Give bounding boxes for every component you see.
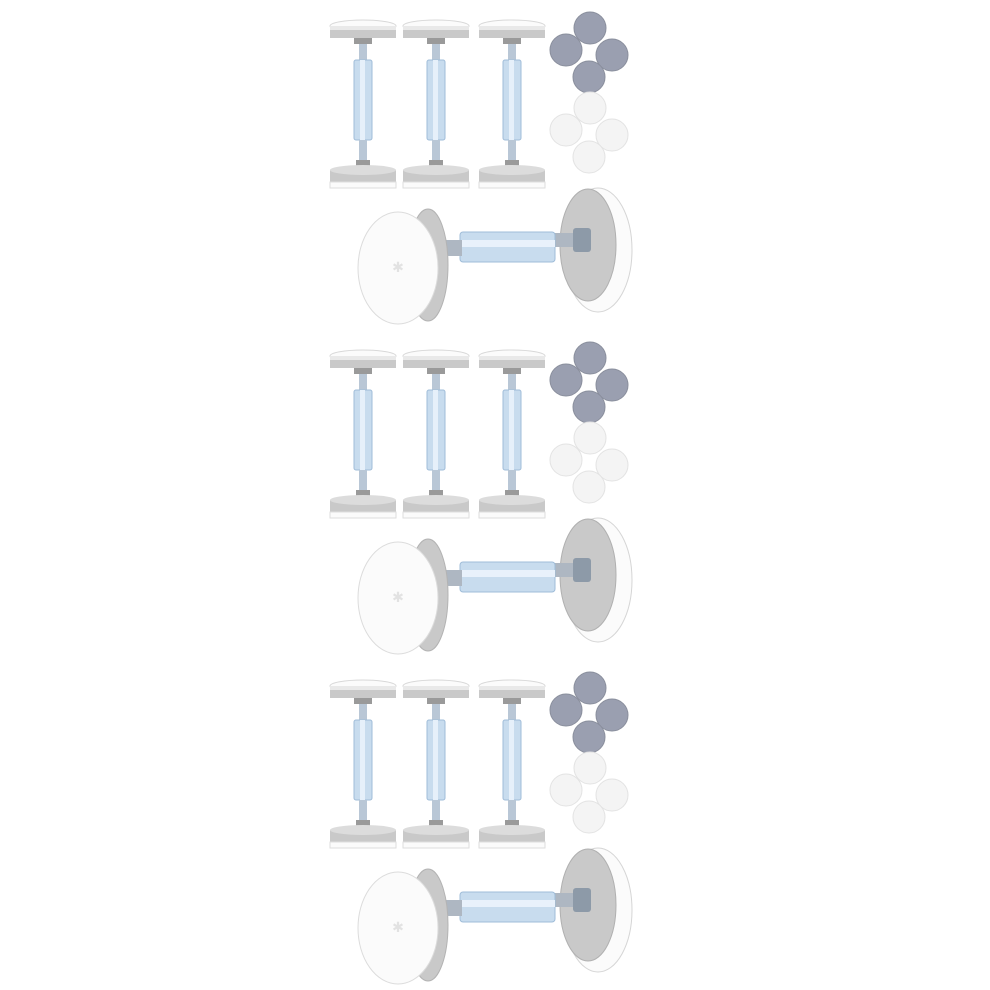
felt-pad [573, 341, 607, 375]
felt-pad [549, 363, 583, 397]
felt-pad [595, 698, 629, 732]
upright-bolt [478, 19, 546, 189]
felt-pads-white [549, 421, 629, 504]
upright-bolt [402, 19, 470, 189]
felt-pad [549, 113, 583, 147]
felt-pad [573, 11, 607, 45]
felt-pads-gray [549, 341, 629, 424]
felt-pad [572, 140, 606, 174]
felt-pad [595, 118, 629, 152]
product-set-1: ✱ [0, 0, 990, 330]
felt-pad [549, 33, 583, 67]
product-set-illustration: ✱ [329, 671, 633, 985]
felt-pad [595, 448, 629, 482]
svg-text:✱: ✱ [392, 260, 404, 276]
product-set-3: ✱ [0, 660, 990, 990]
felt-pad [549, 443, 583, 477]
felt-pad [549, 693, 583, 727]
felt-pad [549, 773, 583, 807]
felt-pad [572, 470, 606, 504]
felt-pad [572, 60, 606, 94]
felt-pad [595, 368, 629, 402]
upright-bolt [329, 19, 397, 189]
upright-bolt [478, 679, 546, 849]
felt-pad [572, 390, 606, 424]
felt-pads-white [549, 91, 629, 174]
felt-pad [573, 671, 607, 705]
assembled-bolt: ✱ [357, 847, 633, 985]
product-set-illustration: ✱ [329, 11, 633, 325]
product-set-2: ✱ [0, 330, 990, 660]
felt-pad [572, 720, 606, 754]
felt-pad [573, 421, 607, 455]
upright-bolt [402, 349, 470, 519]
svg-text:✱: ✱ [392, 920, 404, 936]
product-set-illustration: ✱ [329, 341, 633, 655]
upright-bolt [329, 679, 397, 849]
assembled-bolt: ✱ [357, 517, 633, 655]
svg-text:✱: ✱ [392, 590, 404, 606]
felt-pad [595, 778, 629, 812]
felt-pad [573, 751, 607, 785]
upright-bolt [329, 349, 397, 519]
felt-pad [573, 91, 607, 125]
felt-pads-white [549, 751, 629, 834]
upright-bolt [478, 349, 546, 519]
felt-pad [572, 800, 606, 834]
felt-pads-gray [549, 11, 629, 94]
upright-bolt [402, 679, 470, 849]
felt-pad [595, 38, 629, 72]
felt-pads-gray [549, 671, 629, 754]
assembled-bolt: ✱ [357, 187, 633, 325]
